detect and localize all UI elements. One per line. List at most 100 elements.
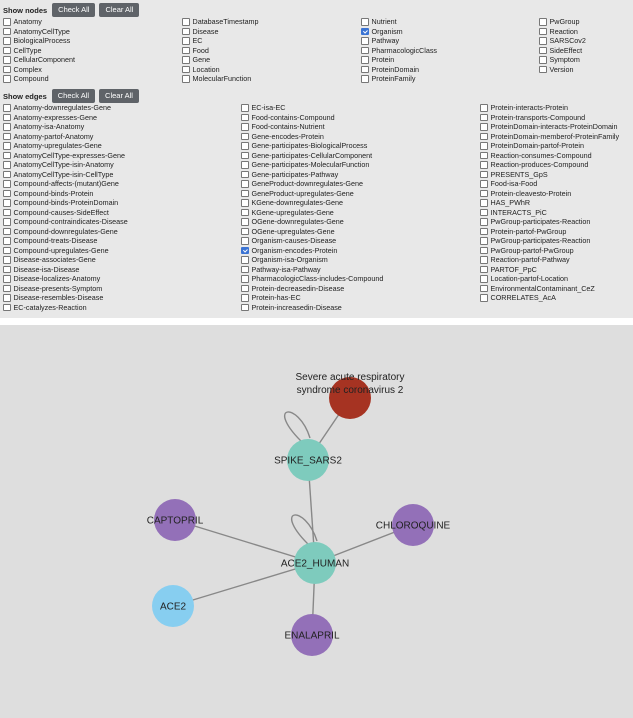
edge-type-option[interactable]: Compound-downregulates-Gene [3, 227, 128, 237]
edge-type-checkbox[interactable] [3, 208, 11, 216]
edge-type-option[interactable]: AnatomyCellType-isin-CellType [3, 170, 128, 180]
node-type-checkbox[interactable] [182, 27, 190, 35]
edge-type-checkbox[interactable] [480, 294, 488, 302]
edge-type-checkbox[interactable] [3, 294, 11, 302]
node-type-checkbox[interactable] [361, 27, 369, 35]
node-type-checkbox[interactable] [539, 18, 547, 26]
node-type-checkbox[interactable] [3, 37, 11, 45]
edge-type-checkbox[interactable] [3, 227, 11, 235]
edge-type-option[interactable]: Compound-treats-Disease [3, 236, 128, 246]
edge-type-option[interactable]: HAS_PWhR [480, 198, 619, 208]
edge-type-option[interactable]: CORRELATES_AcA [480, 293, 619, 303]
edge-type-checkbox[interactable] [3, 218, 11, 226]
node-type-checkbox[interactable] [361, 75, 369, 83]
node-type-option[interactable]: CellularComponent [3, 55, 75, 65]
node-type-option[interactable]: AnatomyCellType [3, 27, 75, 37]
node-type-checkbox[interactable] [539, 27, 547, 35]
edge-type-option[interactable]: INTERACTS_PiC [480, 208, 619, 218]
edge-type-option[interactable]: Compound-upregulates-Gene [3, 246, 128, 256]
edge-type-checkbox[interactable] [480, 170, 488, 178]
graph-node-spike[interactable] [287, 439, 329, 481]
edge-type-option[interactable]: Food-isa-Food [480, 179, 619, 189]
edge-type-checkbox[interactable] [480, 265, 488, 273]
graph-node-ace2h[interactable] [294, 542, 336, 584]
edge-type-option[interactable]: PwGroup-participates-Reaction [480, 236, 619, 246]
edge-type-option[interactable]: Anatomy-partof-Anatomy [3, 132, 128, 142]
edge-type-checkbox[interactable] [3, 275, 11, 283]
edge-type-option[interactable]: Protein-increasedin-Disease [241, 303, 383, 313]
node-type-option[interactable]: PwGroup [539, 17, 586, 27]
edge-type-checkbox[interactable] [241, 303, 249, 311]
node-type-option[interactable]: Symptom [539, 55, 586, 65]
edge-type-option[interactable]: AnatomyCellType-expresses-Gene [3, 151, 128, 161]
edge-type-checkbox[interactable] [241, 265, 249, 273]
node-type-checkbox[interactable] [3, 75, 11, 83]
edge-type-checkbox[interactable] [480, 142, 488, 150]
edge-type-option[interactable]: PwGroup-participates-Reaction [480, 217, 619, 227]
edge-type-option[interactable]: GeneProduct-upregulates-Gene [241, 189, 383, 199]
edge-type-option[interactable]: PRESENTS_GpS [480, 170, 619, 180]
node-type-checkbox[interactable] [182, 56, 190, 64]
edge-type-option[interactable]: KGene-upregulates-Gene [241, 208, 383, 218]
edge-type-checkbox[interactable] [3, 113, 11, 121]
edge-type-checkbox[interactable] [241, 170, 249, 178]
edge-type-checkbox[interactable] [480, 132, 488, 140]
edges-check-all-button[interactable]: Check All [51, 89, 96, 103]
edge-type-checkbox[interactable] [3, 284, 11, 292]
node-type-checkbox[interactable] [182, 37, 190, 45]
edge-type-option[interactable]: Organism-encodes-Protein [241, 246, 383, 256]
edge-type-option[interactable]: Protein-has-EC [241, 293, 383, 303]
edge-type-checkbox[interactable] [241, 227, 249, 235]
edge-type-option[interactable]: Protein-partof-PwGroup [480, 227, 619, 237]
edge-type-checkbox[interactable] [480, 199, 488, 207]
edge-type-checkbox[interactable] [480, 104, 488, 112]
edge-type-checkbox[interactable] [480, 275, 488, 283]
edge-type-checkbox[interactable] [3, 246, 11, 254]
node-type-option[interactable]: MolecularFunction [182, 74, 259, 84]
graph-edge[interactable] [174, 519, 316, 564]
edge-type-checkbox[interactable] [480, 189, 488, 197]
edge-type-option[interactable]: Gene-encodes-Protein [241, 132, 383, 142]
edge-type-option[interactable]: Protein-transports-Compound [480, 113, 619, 123]
edge-type-option[interactable]: Location-partof-Location [480, 274, 619, 284]
edge-type-checkbox[interactable] [241, 256, 249, 264]
edge-type-option[interactable]: ProteinDomain-partof-Protein [480, 141, 619, 151]
edge-type-checkbox[interactable] [3, 151, 11, 159]
node-type-option[interactable]: Reaction [539, 27, 586, 37]
node-type-option[interactable]: Compound [3, 74, 75, 84]
edge-type-option[interactable]: Reaction-consumes-Compound [480, 151, 619, 161]
edge-type-option[interactable]: ProteinDomain-interacts-ProteinDomain [480, 122, 619, 132]
edge-type-option[interactable]: Compound-binds-Protein [3, 189, 128, 199]
edge-type-option[interactable]: PharmacologicClass-includes-Compound [241, 274, 383, 284]
node-type-option[interactable]: Gene [182, 55, 259, 65]
edge-type-option[interactable]: Reaction-partof-Pathway [480, 255, 619, 265]
node-type-checkbox[interactable] [182, 75, 190, 83]
edge-type-option[interactable]: Anatomy-isa-Anatomy [3, 122, 128, 132]
edges-clear-all-button[interactable]: Clear All [99, 89, 139, 103]
edge-type-checkbox[interactable] [3, 237, 11, 245]
node-type-option[interactable]: CellType [3, 46, 75, 56]
edge-type-checkbox[interactable] [241, 237, 249, 245]
nodes-check-all-button[interactable]: Check All [52, 3, 96, 17]
node-type-option[interactable]: Location [182, 65, 259, 75]
edge-type-option[interactable]: Protein-decreasedin-Disease [241, 284, 383, 294]
edge-type-option[interactable]: ProteinDomain-memberof-ProteinFamily [480, 132, 619, 142]
edge-type-checkbox[interactable] [241, 246, 249, 254]
edge-type-checkbox[interactable] [241, 142, 249, 150]
edge-type-option[interactable]: Compound-contraindicates-Disease [3, 217, 128, 227]
node-type-option[interactable]: ProteinDomain [361, 65, 437, 75]
edge-type-checkbox[interactable] [3, 256, 11, 264]
edge-type-checkbox[interactable] [241, 199, 249, 207]
node-type-option[interactable]: Disease [182, 27, 259, 37]
graph-node-chloroquine[interactable] [392, 504, 434, 546]
edge-type-checkbox[interactable] [241, 294, 249, 302]
edge-type-option[interactable]: OGene-upregulates-Gene [241, 227, 383, 237]
edge-type-option[interactable]: Organism-causes-Disease [241, 236, 383, 246]
graph-node-captopril[interactable] [154, 499, 196, 541]
edge-type-checkbox[interactable] [3, 132, 11, 140]
edge-type-checkbox[interactable] [3, 170, 11, 178]
edge-type-option[interactable]: Compound-affects-(mutant)Gene [3, 179, 128, 189]
edge-type-checkbox[interactable] [480, 256, 488, 264]
edge-type-checkbox[interactable] [480, 284, 488, 292]
